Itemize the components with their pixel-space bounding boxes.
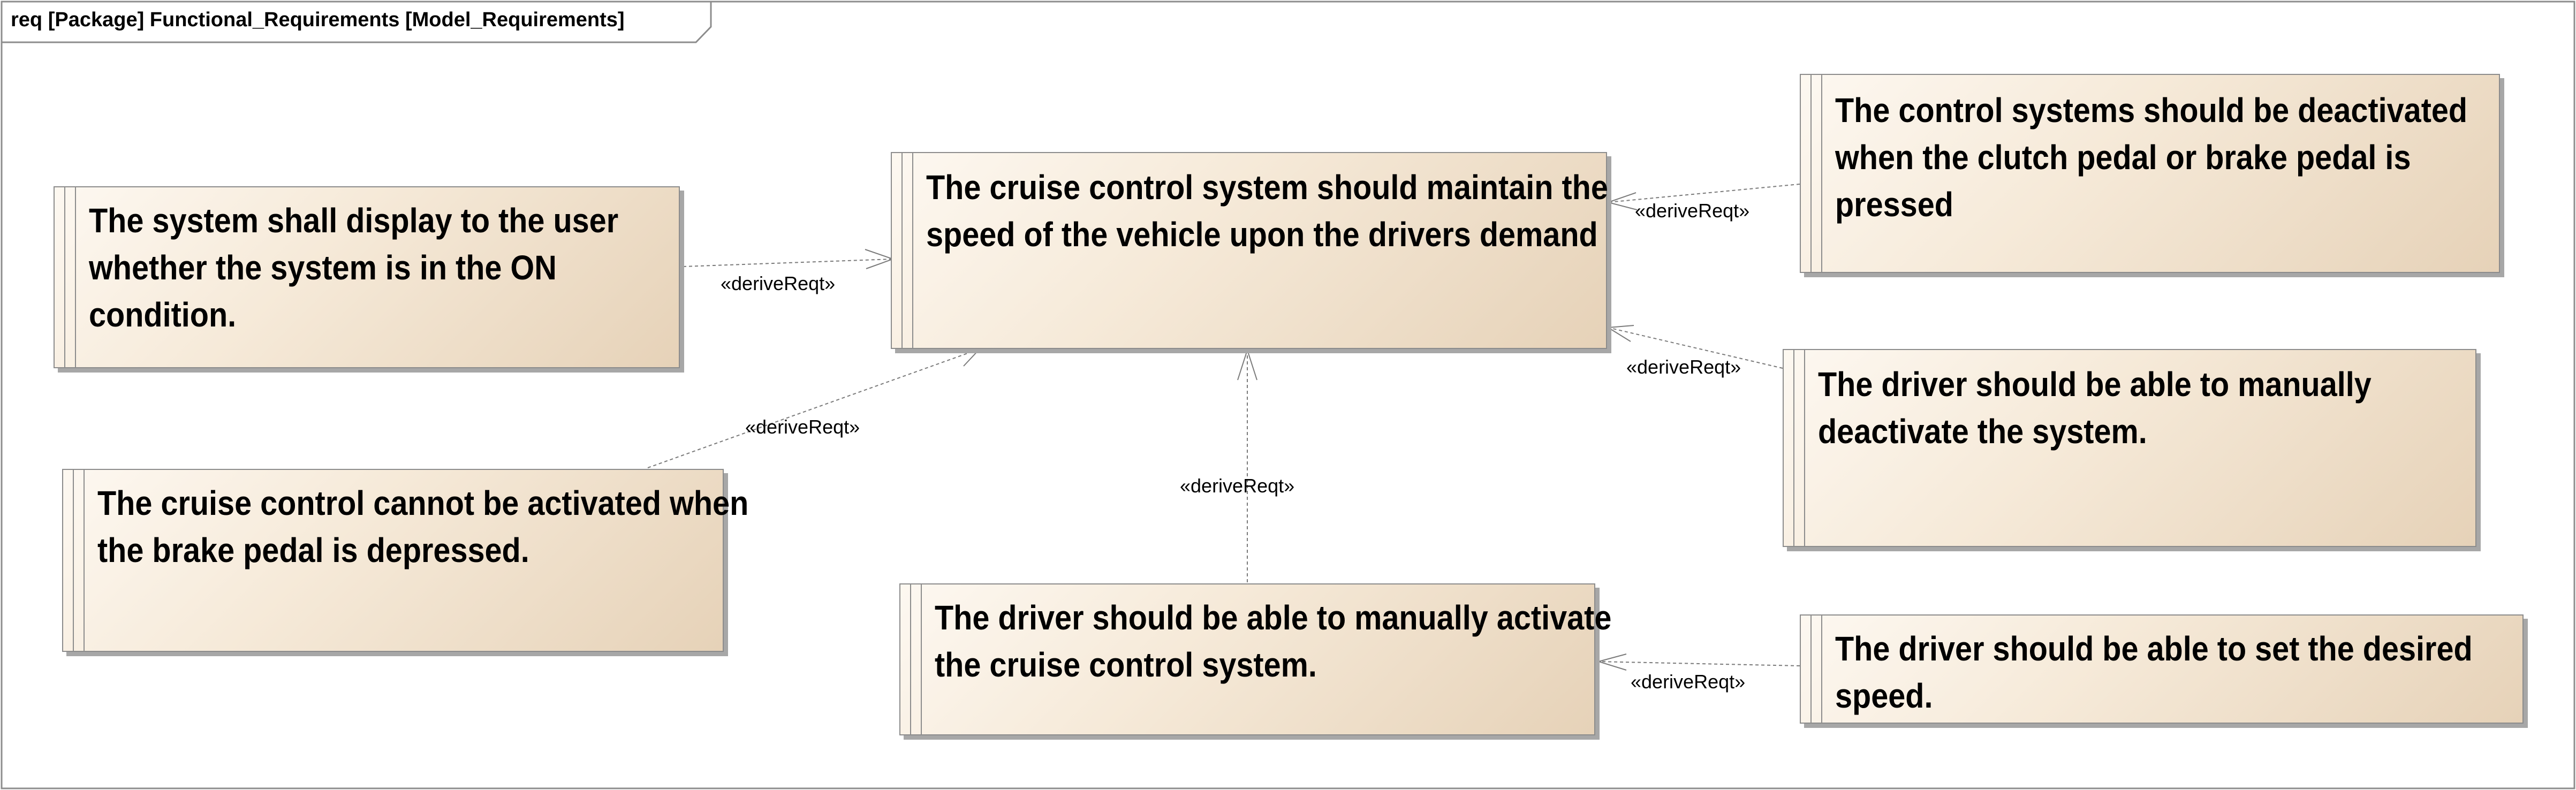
requirement-stripe [1821, 616, 1822, 723]
arrowhead-clutch-brake [1606, 192, 1638, 210]
requirement-brake-not-activate[interactable]: The cruise control cannot be activated w… [62, 469, 748, 652]
requirement-text: The driver should be able to set the des… [1835, 629, 2473, 715]
requirement-stripe [1810, 616, 1812, 723]
requirement-stripe [921, 584, 922, 734]
requirement-stripe [1804, 350, 1805, 546]
relation-label-set-speed: «deriveReqt» [1631, 671, 1746, 693]
relation-label-manual-deactivate: «deriveReqt» [1626, 356, 1741, 378]
requirement-stripe [64, 187, 65, 367]
arrowhead-manual-activate [1237, 348, 1257, 381]
connector-set-speed [1598, 661, 1800, 666]
requirement-display-on[interactable]: The system shall display to the user whe… [54, 186, 680, 368]
connector-brake-not-activate [647, 348, 980, 468]
requirement-clutch-brake-deactivate[interactable]: The control systems should be deactivate… [1800, 74, 2500, 273]
frame-title: req [Package] Functional_Requirements [M… [11, 9, 625, 31]
arrowhead-brake-not-activate [957, 348, 981, 367]
requirement-manual-activate[interactable]: The driver should be able to manually ac… [899, 583, 1611, 735]
requirement-text: The driver should be able to manually de… [1818, 365, 2372, 451]
requirement-manual-deactivate[interactable]: The driver should be able to manually de… [1783, 349, 2476, 547]
requirement-text: The cruise control system should maintai… [926, 168, 1608, 254]
connector-clutch-brake [1608, 184, 1800, 203]
requirement-text: The control systems should be deactivate… [1835, 91, 2468, 224]
requirement-stripe [1793, 350, 1794, 546]
requirement-stripe [73, 470, 74, 651]
requirement-stripe [1821, 75, 1822, 272]
requirement-stripe [912, 153, 913, 348]
requirement-text: The system shall display to the user whe… [89, 201, 619, 334]
requirement-text: The cruise control cannot be activated w… [97, 484, 749, 569]
requirement-stripe [84, 470, 85, 651]
connector-display-on [683, 259, 893, 267]
relation-label-manual-activate: «deriveReqt» [1180, 475, 1295, 497]
requirement-stripe [75, 187, 76, 367]
requirement-text: The driver should be able to manually ac… [935, 598, 1612, 684]
connector-manual-deactivate [1608, 327, 1783, 369]
requirement-maintain-speed[interactable]: The cruise control system should maintai… [891, 152, 1608, 349]
requirement-stripe [910, 584, 911, 734]
relation-label-display-on: «deriveReqt» [721, 272, 836, 294]
arrowhead-set-speed [1596, 654, 1627, 671]
requirement-stripe [1810, 75, 1812, 272]
relation-label-brake-not-activate: «deriveReqt» [745, 416, 860, 438]
arrowhead-manual-deactivate [1606, 325, 1634, 342]
relation-label-clutch-brake: «deriveReqt» [1635, 200, 1750, 222]
frame-tab [2, 2, 712, 43]
requirement-set-speed[interactable]: The driver should be able to set the des… [1800, 614, 2524, 724]
requirement-stripe [901, 153, 903, 348]
